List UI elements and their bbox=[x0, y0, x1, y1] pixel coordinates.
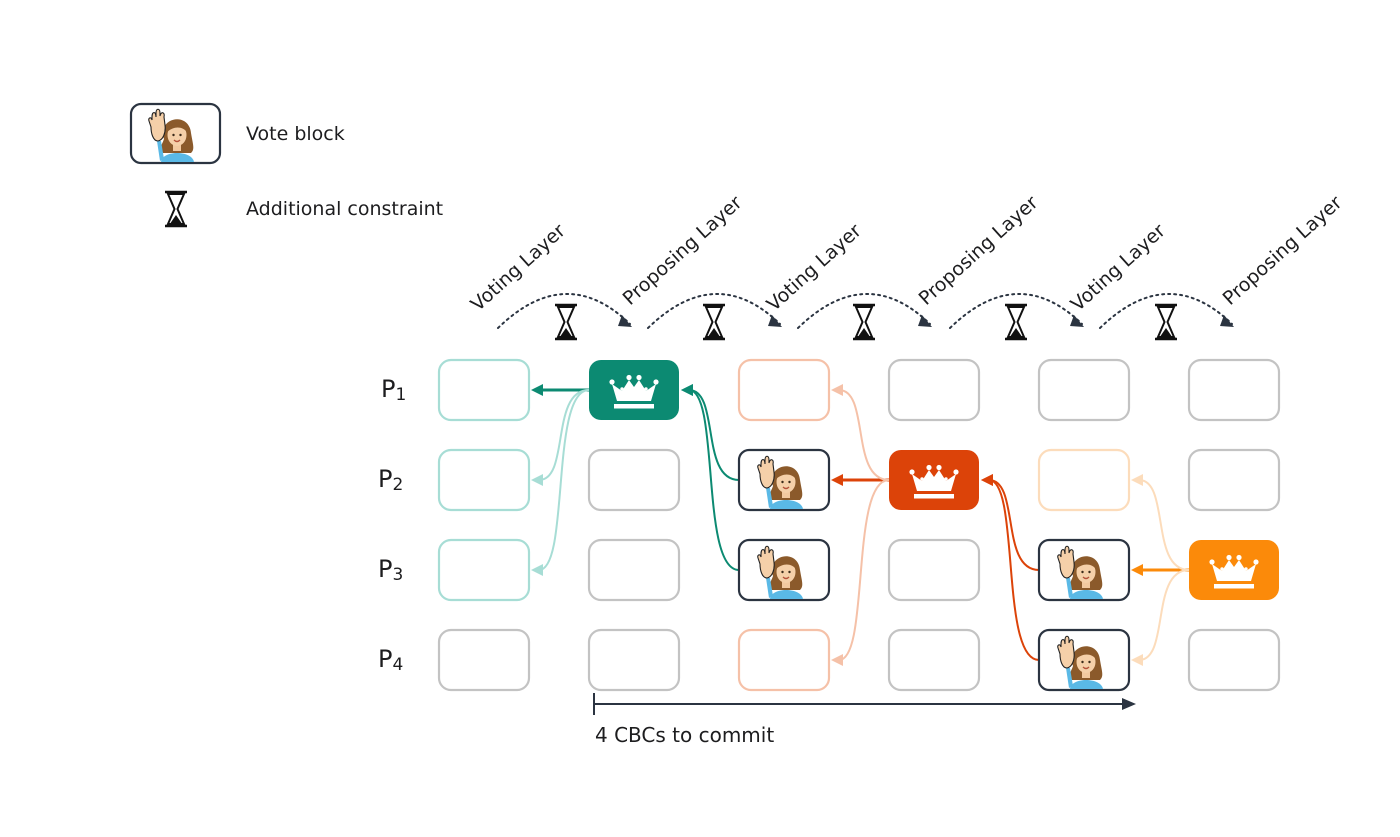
hourglass-icon bbox=[701, 303, 727, 341]
reference-arrow bbox=[1131, 569, 1190, 666]
process-label-p4: P4 bbox=[378, 645, 403, 675]
legend-vote-block bbox=[129, 102, 222, 165]
empty-block bbox=[1187, 448, 1281, 512]
leader-block bbox=[889, 450, 979, 510]
layer-label-6: Proposing Layer bbox=[1219, 191, 1347, 309]
reference-arrow bbox=[831, 384, 890, 481]
empty-block bbox=[587, 628, 681, 692]
empty-block bbox=[887, 358, 981, 422]
layer-label-3: Voting Layer bbox=[763, 220, 866, 316]
reference-arrow bbox=[1131, 564, 1189, 576]
empty-block bbox=[1037, 358, 1131, 422]
layer-transition bbox=[647, 293, 782, 341]
process-label-p1: P1 bbox=[381, 375, 406, 405]
empty-block bbox=[437, 538, 531, 602]
layer-label-2: Proposing Layer bbox=[619, 191, 747, 309]
layer-transition bbox=[497, 293, 632, 341]
hourglass-icon bbox=[851, 303, 877, 341]
empty-block bbox=[587, 538, 681, 602]
leader-block bbox=[589, 360, 679, 420]
reference-arrow bbox=[1131, 474, 1190, 571]
empty-block bbox=[1037, 448, 1131, 512]
legend-constraint-label: Additional constraint bbox=[246, 198, 443, 220]
empty-block bbox=[887, 538, 981, 602]
layer-label-4: Proposing Layer bbox=[915, 191, 1043, 309]
vote-block bbox=[737, 538, 831, 602]
reference-arrow bbox=[831, 474, 889, 486]
reference-arrow bbox=[981, 474, 1040, 661]
empty-block bbox=[1187, 628, 1281, 692]
vote-block bbox=[1037, 628, 1131, 692]
empty-block bbox=[1187, 358, 1281, 422]
process-label-p3: P3 bbox=[378, 555, 403, 585]
empty-block bbox=[437, 628, 531, 692]
reference-arrow bbox=[681, 384, 740, 571]
reference-arrow bbox=[531, 389, 590, 486]
layer-transition bbox=[797, 293, 932, 341]
leader-block bbox=[1189, 540, 1279, 600]
empty-block bbox=[737, 358, 831, 422]
layer-transitions bbox=[497, 293, 1234, 341]
commit-span: 4 CBCs to commit bbox=[593, 693, 1136, 747]
vote-block bbox=[737, 448, 831, 512]
empty-block bbox=[437, 358, 531, 422]
layer-label-1: Voting Layer bbox=[467, 220, 570, 316]
block-grid bbox=[437, 358, 1281, 692]
empty-block bbox=[437, 448, 531, 512]
hourglass-icon bbox=[553, 303, 579, 341]
hourglass-icon bbox=[1153, 303, 1179, 341]
hourglass-icon bbox=[1003, 303, 1029, 341]
layer-transition bbox=[1099, 293, 1234, 341]
layer-transition bbox=[949, 293, 1084, 341]
reference-arrows bbox=[531, 384, 1190, 666]
reference-arrow bbox=[831, 479, 890, 666]
legend-vote-label: Vote block bbox=[246, 123, 345, 145]
reference-arrow bbox=[531, 389, 590, 576]
process-labels: P1 P2 P3 P4 bbox=[378, 375, 406, 675]
empty-block bbox=[737, 628, 831, 692]
reference-arrow bbox=[531, 384, 589, 396]
vote-block bbox=[1037, 538, 1131, 602]
hourglass-icon bbox=[163, 190, 189, 228]
empty-block bbox=[587, 448, 681, 512]
legend: Vote block Additional constraint bbox=[129, 102, 443, 228]
empty-block bbox=[887, 628, 981, 692]
layer-label-5: Voting Layer bbox=[1067, 220, 1170, 316]
process-label-p2: P2 bbox=[378, 465, 403, 495]
layer-headers: Voting Layer Proposing Layer Voting Laye… bbox=[467, 191, 1347, 315]
commit-label: 4 CBCs to commit bbox=[595, 723, 774, 747]
